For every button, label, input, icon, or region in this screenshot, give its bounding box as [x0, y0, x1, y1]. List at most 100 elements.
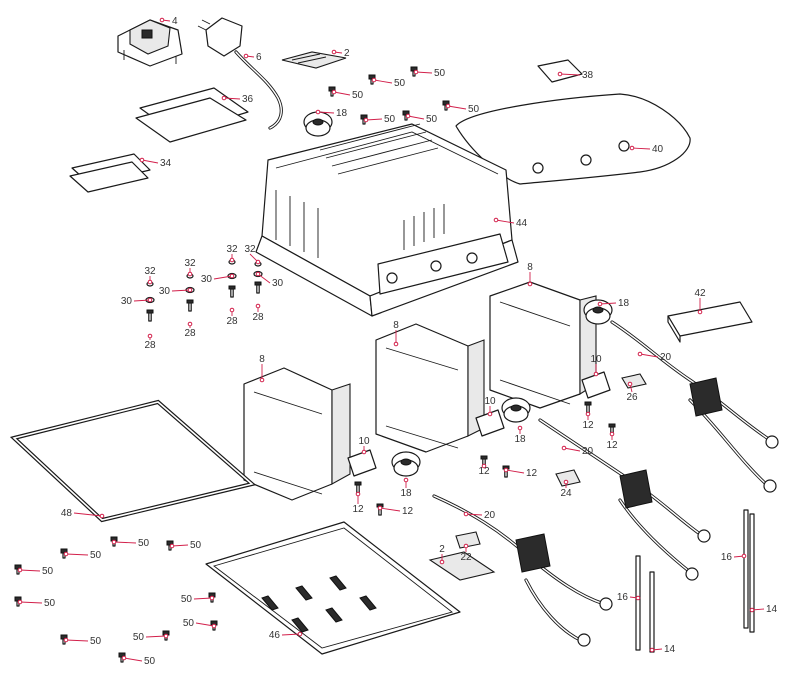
callout-dot: [209, 595, 215, 601]
callout-number: 10: [590, 354, 602, 365]
callout-c50b: 50: [371, 77, 406, 89]
callout-c24: 24: [560, 479, 572, 499]
callout-leader-line: [133, 299, 151, 302]
callout-leader-line: [195, 622, 215, 627]
callout-number: 12: [478, 466, 490, 477]
callout-number: 36: [242, 94, 254, 105]
callout-leader-line: [559, 73, 581, 76]
callout-dot: [439, 559, 445, 565]
callout-dot: [593, 371, 599, 377]
callout-dot: [481, 463, 487, 469]
callout-dot: [527, 281, 533, 287]
callout-number: 28: [184, 328, 196, 339]
callout-dot: [17, 599, 23, 605]
callout-dot: [229, 257, 235, 263]
part-46-base-plate: [205, 521, 461, 655]
callout-number: 50: [384, 114, 396, 125]
callout-dot: [413, 69, 419, 75]
callout-number: 6: [256, 52, 262, 63]
callout-leader-line: [73, 512, 103, 517]
callout-leader-line: [123, 657, 143, 662]
callout-c12b: 12: [606, 431, 618, 451]
callout-dot: [315, 109, 321, 115]
callout-leader-line: [365, 118, 383, 121]
callout-number: 50: [190, 540, 202, 551]
callout-leader-line: [505, 469, 525, 474]
callout-number: 18: [618, 298, 630, 309]
callout-number: 50: [183, 618, 195, 629]
callout-dot: [147, 297, 153, 303]
callout-number: 42: [694, 288, 706, 299]
callout-number: 50: [133, 632, 145, 643]
callout-c36: 36: [221, 94, 254, 105]
callout-leader-line: [171, 289, 191, 292]
callout-dot: [17, 567, 23, 573]
callout-number: 50: [144, 656, 156, 667]
callout-number: 10: [484, 396, 496, 407]
callout-c18c: 18: [514, 425, 526, 445]
callout-dot: [99, 513, 105, 519]
callout-leader-line: [447, 105, 467, 110]
callout-number: 50: [468, 104, 480, 115]
callout-number: 8: [393, 320, 399, 331]
part-2-label-plate-bottom: [428, 551, 496, 581]
part-28-30-32-hardware: [145, 259, 263, 322]
callout-c50o: 50: [133, 632, 169, 643]
callout-number: 50: [44, 598, 56, 609]
callout-c10c: 10: [358, 436, 370, 455]
callout-leader-line: [333, 91, 351, 96]
callout-dot: [229, 273, 235, 279]
callout-c16a: 16: [617, 592, 641, 603]
callout-dot: [627, 381, 633, 387]
callout-c28b: 28: [184, 321, 196, 339]
callout-c2b: 2: [439, 544, 445, 565]
callout-c16b: 16: [721, 552, 747, 563]
callout-dot: [147, 279, 153, 285]
callout-c50a: 50: [413, 68, 446, 79]
callout-dot: [637, 351, 643, 357]
callout-dot: [363, 117, 369, 123]
callout-dot: [487, 411, 493, 417]
callout-dot: [221, 95, 227, 101]
callout-dot: [361, 449, 367, 455]
callout-number: 10: [358, 436, 370, 447]
callout-c50j: 50: [17, 566, 54, 577]
callout-dot: [331, 89, 337, 95]
callout-number: 12: [526, 468, 538, 479]
callout-c50f: 50: [363, 114, 396, 125]
callout-number: 20: [660, 352, 672, 363]
callout-dot: [377, 505, 383, 511]
callout-dot: [463, 543, 469, 549]
callout-number: 50: [90, 550, 102, 561]
callout-number: 18: [336, 108, 348, 119]
callout-c44: 44: [493, 217, 528, 229]
callout-number: 2: [344, 48, 350, 59]
callout-dot: [211, 623, 217, 629]
callout-number: 8: [259, 354, 265, 365]
callout-leader-line: [257, 273, 271, 284]
callout-number: 50: [90, 636, 102, 647]
callout-c50m: 50: [183, 618, 217, 629]
callout-number: 18: [514, 434, 526, 445]
callout-c12e: 12: [352, 491, 364, 515]
callout-dot: [629, 145, 635, 151]
callout-number: 50: [426, 114, 438, 125]
callout-dot: [697, 309, 703, 315]
callout-number: 12: [582, 420, 594, 431]
callout-c48: 48: [61, 508, 105, 519]
callout-c32a: 32: [144, 266, 156, 285]
callout-number: 12: [606, 440, 618, 451]
callout-leader-line: [171, 544, 189, 547]
callout-number: 46: [269, 630, 281, 641]
callout-dot: [393, 341, 399, 347]
callout-dot: [355, 491, 361, 497]
callout-number: 38: [582, 70, 594, 81]
callout-c12a: 12: [582, 411, 594, 431]
callout-dot: [331, 49, 337, 55]
callout-number: 2: [439, 544, 445, 555]
callout-c50g: 50: [111, 538, 150, 549]
callout-c20b: 20: [561, 445, 594, 457]
callout-leader-line: [495, 219, 515, 224]
callout-dot: [585, 411, 591, 417]
